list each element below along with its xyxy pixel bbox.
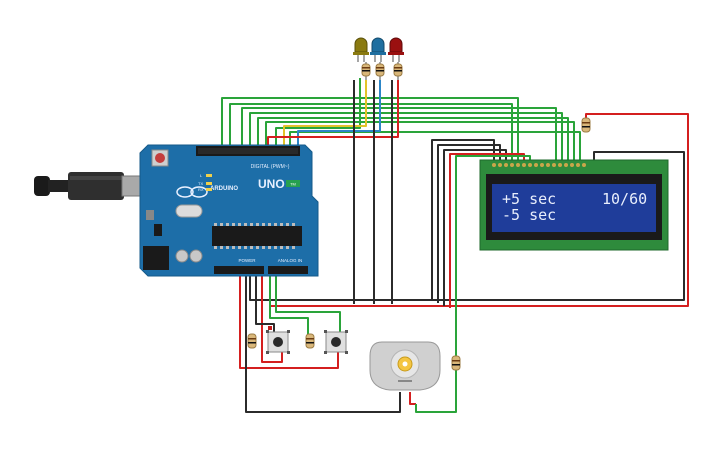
led-icon [354, 37, 368, 53]
wire-green-lcd-pot[interactable] [455, 155, 531, 360]
analog-header-label: ANALOG IN [278, 258, 303, 263]
wire-green-5[interactable] [257, 117, 569, 160]
power-header[interactable] [214, 266, 264, 274]
led-red[interactable] [388, 37, 404, 62]
analog-header[interactable] [268, 266, 308, 274]
pushbutton-icon [266, 330, 290, 354]
wire-black-lcd-gnd-1[interactable] [249, 151, 685, 301]
wire-black-gnd[interactable] [245, 270, 401, 413]
resistor-icon[interactable] [247, 333, 257, 349]
wire-blue-led[interactable] [297, 80, 381, 147]
wire-black-lcd-3[interactable] [437, 144, 501, 303]
power-jack[interactable] [143, 246, 169, 270]
wire-green-a1[interactable] [275, 270, 341, 338]
arduino-uno-board[interactable]: DIGITAL (PWM~) ARDUINO UNO TM L TX RX [139, 144, 319, 277]
led-blue[interactable] [370, 37, 386, 62]
resistor-icon[interactable] [375, 62, 385, 80]
pushbutton-icon [324, 330, 348, 354]
led-label-l: L [200, 173, 203, 178]
led-label-tx: TX [198, 181, 203, 186]
usb-cable-icon [34, 172, 159, 200]
lcd-16x2[interactable]: +5 sec 10/60 -5 sec [479, 159, 669, 251]
atmega-chip [212, 226, 302, 246]
led-label-rx: RX [198, 187, 204, 192]
power-header-label: POWER [238, 258, 256, 263]
led-icon [371, 37, 385, 53]
lcd-line1-left: +5 sec [502, 190, 556, 208]
wires [221, 78, 689, 413]
digital-header-label: DIGITAL (PWM~) [251, 164, 290, 170]
arduino-badge: TM [290, 182, 296, 187]
pushbutton-2[interactable] [324, 330, 348, 354]
wire-green-1[interactable] [221, 97, 519, 160]
wire-red-motor-2[interactable] [409, 392, 416, 405]
lcd-screen [492, 184, 656, 232]
led-yellow[interactable] [353, 37, 369, 62]
wire-green-a0[interactable] [269, 270, 309, 338]
wire-black-btn-1[interactable] [255, 270, 275, 338]
resistor-icon[interactable] [361, 62, 371, 80]
reset-button-cap[interactable] [155, 153, 165, 163]
pushbutton-1[interactable] [266, 326, 290, 354]
dc-motor-icon[interactable] [369, 341, 441, 391]
wire-green-8[interactable] [289, 131, 581, 160]
wire-green-4[interactable] [249, 112, 563, 160]
resistor-icon[interactable] [305, 333, 315, 349]
wire-red-led[interactable] [267, 80, 399, 147]
led-icon [389, 37, 403, 53]
arduino-logo: ARDUINO [210, 186, 238, 192]
lcd-line2-left: -5 sec [502, 206, 556, 224]
wire-red-motor[interactable] [261, 270, 283, 363]
resistor-icon[interactable] [393, 62, 403, 80]
wire-red-5v[interactable] [239, 270, 339, 369]
resistor-icon[interactable] [581, 117, 591, 133]
resistor-icon[interactable] [451, 355, 461, 371]
arduino-model: UNO [258, 177, 285, 191]
wire-green-pot-motor[interactable] [415, 370, 457, 413]
wire-green-6[interactable] [265, 121, 575, 160]
lcd-line1-right: 10/60 [602, 190, 647, 208]
